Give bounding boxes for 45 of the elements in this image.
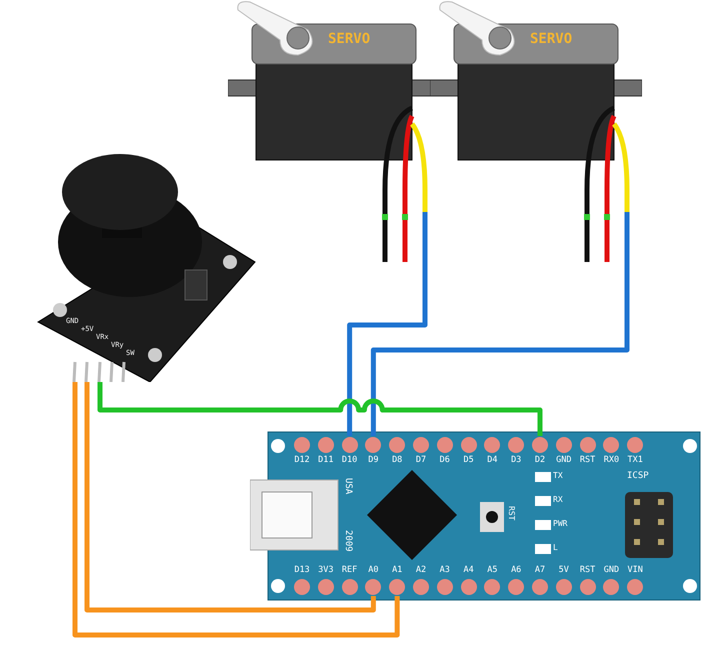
wire [72,382,400,638]
pin-label: A3 [440,566,450,574]
board-text: USA [343,478,352,494]
pin-label: REF [342,566,358,574]
wire [98,382,542,436]
pin-label: D3 [511,456,522,464]
board-text: 2009 [343,530,352,552]
pin-label: 3V3 [318,566,334,574]
header-label: ICSP [627,472,649,481]
button-label: RST [507,506,515,520]
pin-label: D12 [294,456,310,464]
pin-label: A6 [511,566,522,574]
pin-label: VIN [628,566,643,574]
led-label: TX [553,472,563,480]
pin-label: A0 [368,566,379,574]
pin-label: A1 [392,566,402,574]
pin-label: D8 [392,456,402,464]
pin-label: D7 [416,456,426,464]
wire [347,265,428,436]
pin-label: D9 [368,456,379,464]
pin-label: A7 [534,566,546,574]
pin-label: GND [556,456,572,464]
led-label: L [553,544,558,552]
pin-label: D13 [294,566,310,574]
pin-label: D6 [440,456,450,464]
pin-label: RST [580,456,596,464]
pin-label: D10 [342,456,358,464]
pin-label: TX1 [628,456,643,464]
led-label: RX [553,496,563,504]
pin-label: GND [604,566,620,574]
pin-label: RST [580,566,596,574]
pin-label: A5 [487,566,498,574]
pin-label: D11 [318,456,334,464]
wire [84,382,376,612]
servo-label: SERVO [530,32,572,46]
pin-label: D2 [534,456,546,464]
pin-label: D4 [487,456,498,464]
servo-label: SERVO [328,32,370,46]
pin-label: 5V [558,566,569,574]
pin-label: RX0 [604,456,620,464]
pin-label: A4 [463,566,474,574]
wire [370,265,630,436]
pin-label: A2 [416,566,426,574]
led-label: PWR [553,520,568,528]
pin-label: D5 [463,456,474,464]
